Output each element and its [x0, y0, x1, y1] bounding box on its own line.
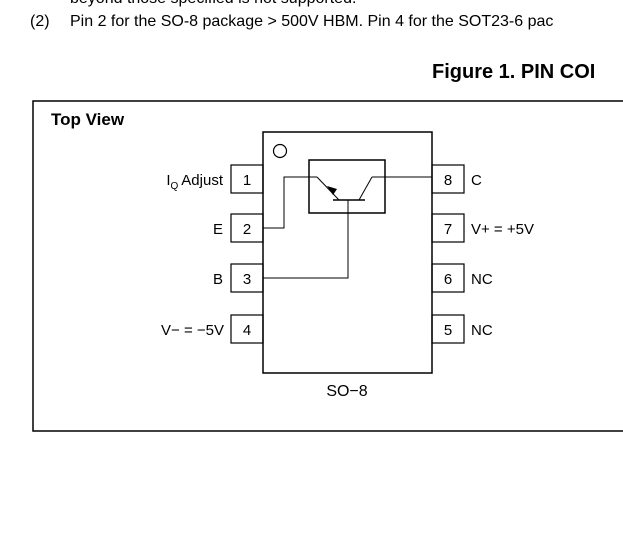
pin-number-8: 8: [444, 172, 452, 189]
pin-label-8: C: [471, 172, 482, 189]
pin-number-5: 5: [444, 322, 452, 339]
footnote-2: (2) Pin 2 for the SO-8 package > 500V HBM…: [30, 12, 553, 32]
emitter-arrow-icon: [327, 186, 337, 195]
pin-label-1-text: Adjust: [181, 172, 224, 189]
pin-number-7: 7: [444, 221, 452, 238]
previous-footnote-line: beyond those specified is not supported.: [70, 0, 356, 8]
package-body: [262, 131, 433, 374]
pin-number-3: 3: [243, 271, 251, 288]
transistor-box: [308, 159, 386, 214]
pin-box-5: [431, 314, 465, 344]
pin-number-1: 1: [243, 172, 251, 189]
pin-box-7: [431, 213, 465, 243]
pin-label-2: E: [213, 221, 223, 238]
pin-label-1-prefix: I: [166, 172, 170, 189]
internal-wiring: [263, 176, 432, 279]
collector-leg: [358, 176, 373, 201]
pin1-marker-icon: [272, 143, 288, 159]
package-label: SO−8: [326, 383, 367, 400]
pin-number-4: 4: [243, 322, 251, 339]
diagram-frame: [32, 100, 623, 432]
pin-label-1-subscript: Q: [171, 181, 179, 192]
base-wire: [263, 200, 349, 279]
emitter-leg: [316, 176, 340, 201]
pin-box-1: [230, 164, 264, 194]
figure-title: Figure 1. PIN COI: [432, 61, 596, 83]
pin-label-5: NC: [471, 322, 493, 339]
pin-box-8: [431, 164, 465, 194]
pin-label-3: B: [213, 271, 223, 288]
pin-number-6: 6: [444, 271, 452, 288]
footnote-text: Pin 2 for the SO-8 package > 500V HBM. P…: [70, 13, 554, 30]
pin-label-6: NC: [471, 271, 493, 288]
pin-label-7: V+ = +5V: [471, 221, 534, 238]
footnote-number: (2): [30, 13, 50, 30]
top-view-label: Top View: [51, 110, 125, 129]
pin-label-4: V− = −5V: [161, 322, 224, 339]
pin-box-4: [230, 314, 264, 344]
emitter-wire: [263, 176, 317, 229]
pin-number-2: 2: [243, 221, 251, 238]
pin-box-6: [431, 263, 465, 293]
